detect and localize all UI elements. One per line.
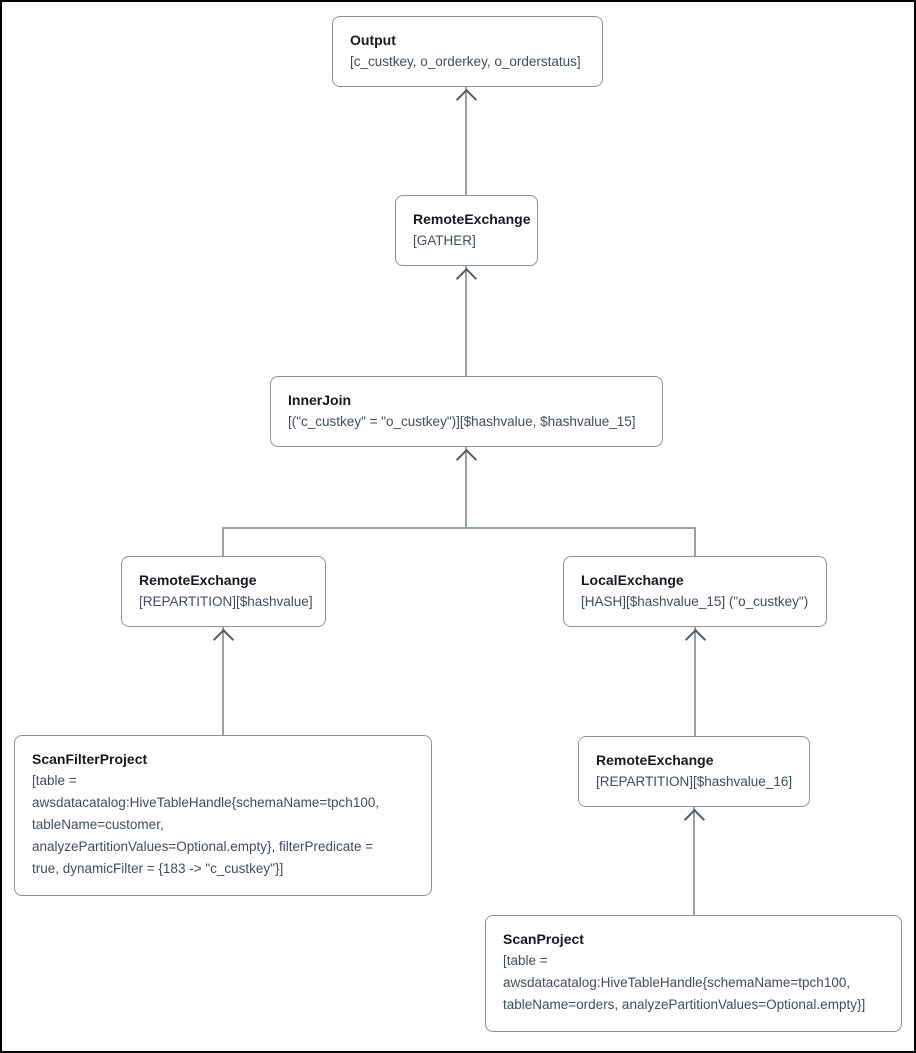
- plan-node-local-exchange: LocalExchange [HASH][$hashvalue_15] ("o_…: [563, 556, 827, 627]
- node-detail: [table =awsdatacatalog:HiveTableHandle{s…: [32, 773, 380, 876]
- node-detail: [("c_custkey" = "o_custkey")][$hashvalue…: [288, 414, 636, 429]
- node-detail: [HASH][$hashvalue_15] ("o_custkey"): [581, 594, 809, 609]
- arrow-up-icon: [683, 808, 706, 831]
- node-title: RemoteExchange: [596, 752, 714, 768]
- node-title: LocalExchange: [581, 572, 684, 588]
- node-title: ScanFilterProject: [32, 751, 148, 767]
- node-title: ScanProject: [503, 931, 584, 947]
- node-title: Output: [350, 32, 396, 48]
- node-detail: [REPARTITION][$hashvalue_16]: [596, 774, 793, 789]
- node-title: InnerJoin: [288, 392, 352, 408]
- arrow-up-icon: [684, 628, 707, 651]
- plan-node-remote-exchange-repartition: RemoteExchange [REPARTITION][$hashvalue]: [121, 556, 326, 627]
- node-detail: [REPARTITION][$hashvalue]: [139, 594, 313, 609]
- edge-split-horizontal: [222, 527, 696, 529]
- plan-node-scan-project: ScanProject [table =awsdatacatalog:HiveT…: [485, 915, 902, 1032]
- plan-node-remote-exchange-repartition-16: RemoteExchange [REPARTITION][$hashvalue_…: [578, 736, 810, 807]
- edge-split-to-join: [465, 447, 467, 528]
- edge-scanproject-to-repartition16: [693, 807, 695, 915]
- plan-node-output: Output [c_custkey, o_orderkey, o_orderst…: [332, 16, 603, 87]
- plan-node-inner-join: InnerJoin [("c_custkey" = "o_custkey")][…: [270, 376, 663, 447]
- edge-split-left-drop: [222, 528, 224, 556]
- edge-gather-to-output: [465, 87, 467, 195]
- node-detail: [table =awsdatacatalog:HiveTableHandle{s…: [503, 953, 866, 1012]
- plan-node-remote-exchange-gather: RemoteExchange [GATHER]: [395, 195, 538, 266]
- edge-scanfilterproject-to-repartition: [222, 627, 224, 735]
- arrow-up-icon: [212, 628, 235, 651]
- node-detail: [GATHER]: [413, 233, 476, 248]
- node-title: RemoteExchange: [139, 572, 257, 588]
- arrow-up-icon: [455, 88, 478, 111]
- arrow-up-icon: [455, 448, 478, 471]
- edge-repartition16-to-localexchange: [694, 627, 696, 736]
- edge-split-right-drop: [694, 528, 696, 556]
- edge-join-to-gather: [465, 266, 467, 376]
- node-title: RemoteExchange: [413, 211, 531, 227]
- node-detail: [c_custkey, o_orderkey, o_orderstatus]: [350, 54, 581, 69]
- plan-node-scan-filter-project: ScanFilterProject [table =awsdatacatalog…: [14, 735, 432, 896]
- arrow-up-icon: [455, 267, 478, 290]
